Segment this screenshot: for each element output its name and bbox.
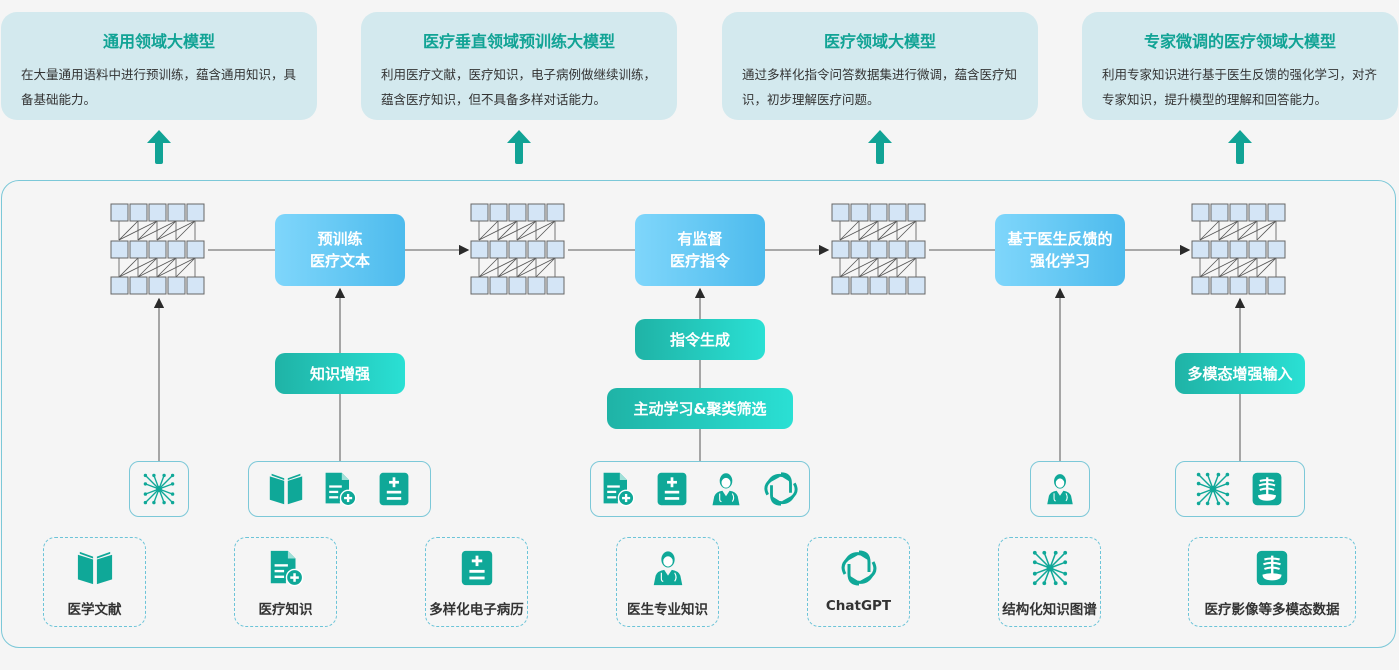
- process-multimodal-input: 多模态增强输入: [1175, 353, 1305, 394]
- medical-record-icon: [376, 471, 412, 507]
- book-icon: [76, 549, 114, 587]
- process-active-learning-clustering: 主动学习&聚类筛选: [607, 388, 793, 429]
- source-label: 结构化知识图谱: [1002, 602, 1097, 618]
- step-line1: 基于医生反馈的: [1007, 230, 1113, 248]
- source-label: 医疗知识: [258, 602, 313, 618]
- model-network-icon: [110, 203, 205, 295]
- stage-description: 在大量通用语料中进行预训练，蕴含通用知识，具备基础能力。: [21, 67, 297, 107]
- doctor-icon: [708, 471, 744, 507]
- book-icon: [268, 471, 304, 507]
- source-label: 医学文献: [67, 602, 122, 618]
- icon-group-multimodal: [1175, 461, 1305, 517]
- chatgpt-icon: [762, 470, 800, 508]
- stage-card-medical-pretrained-llm: 医疗垂直领域预训练大模型 利用医疗文献，医疗知识，电子病例做继续训练，蕴含医疗知…: [361, 12, 677, 120]
- doctor-icon: [1043, 472, 1077, 506]
- step-rlhf-doctor-feedback: 基于医生反馈的强化学习: [995, 214, 1125, 286]
- medical-record-icon: [654, 471, 690, 507]
- medical-record-icon: [458, 549, 496, 587]
- chatgpt-icon: [839, 548, 879, 588]
- source-chatgpt: ChatGPT: [807, 537, 910, 627]
- step-line2: 医疗文本: [309, 252, 370, 270]
- stage-title: 专家微调的医疗领域大模型: [1143, 32, 1336, 51]
- stage-description: 通过多样化指令问答数据集进行微调，蕴含医疗知识，初步理解医疗问题。: [742, 67, 1018, 107]
- model-network-icon: [831, 203, 926, 295]
- knowledge-graph-icon: [142, 472, 176, 506]
- process-knowledge-enhance: 知识增强: [275, 353, 405, 394]
- stage-description: 利用医疗文献，医疗知识，电子病例做继续训练，蕴含医疗知识，但不具备多样对话能力。: [381, 67, 657, 107]
- source-medical-knowledge: 医疗知识: [234, 537, 337, 627]
- document-plus-icon: [600, 471, 636, 507]
- process-instruction-generation: 指令生成: [635, 319, 765, 360]
- step-supervised-medical-instructions: 有监督医疗指令: [635, 214, 765, 286]
- model-network-icon: [470, 203, 565, 295]
- stage-title: 医疗领域大模型: [823, 32, 936, 51]
- stage-description: 利用专家知识进行基于医生反馈的强化学习，对齐专家知识，提升模型的理解和回答能力。: [1102, 67, 1378, 107]
- xray-icon: [1253, 549, 1291, 587]
- stage-card-general-llm: 通用领域大模型 在大量通用语料中进行预训练，蕴含通用知识，具备基础能力。: [1, 12, 317, 120]
- source-label: 多样化电子病历: [429, 602, 524, 618]
- step-line2: 医疗指令: [669, 252, 730, 270]
- step-line2: 强化学习: [1029, 252, 1090, 270]
- doctor-icon: [649, 549, 687, 587]
- icon-group-rlhf: [1030, 461, 1090, 517]
- source-knowledge-graph: 结构化知识图谱: [998, 537, 1101, 627]
- stage-card-medical-llm: 医疗领域大模型 通过多样化指令问答数据集进行微调，蕴含医疗知识，初步理解医疗问题…: [722, 12, 1038, 120]
- stage-title: 医疗垂直领域预训练大模型: [422, 32, 615, 51]
- stage-card-expert-tuned-llm: 专家微调的医疗领域大模型 利用专家知识进行基于医生反馈的强化学习，对齐专家知识，…: [1082, 12, 1398, 120]
- step-line1: 预训练: [317, 230, 363, 248]
- source-doctor-expertise: 医生专业知识: [616, 537, 719, 627]
- source-medical-literature: 医学文献: [43, 537, 146, 627]
- icon-group-instruction: [590, 461, 810, 517]
- document-plus-icon: [267, 549, 305, 587]
- source-medical-imaging: 医疗影像等多模态数据: [1188, 537, 1356, 627]
- source-label: 医生专业知识: [627, 602, 708, 618]
- document-plus-icon: [322, 471, 358, 507]
- icon-group-general: [129, 461, 189, 517]
- icon-group-pretrain: [248, 461, 431, 517]
- step-line1: 有监督: [677, 230, 723, 248]
- source-label: 医疗影像等多模态数据: [1204, 602, 1340, 618]
- step-pretrain-medical-text: 预训练医疗文本: [275, 214, 405, 286]
- model-network-icon: [1191, 203, 1286, 295]
- source-emr: 多样化电子病历: [425, 537, 528, 627]
- stage-title: 通用领域大模型: [102, 32, 215, 51]
- knowledge-graph-icon: [1195, 471, 1231, 507]
- xray-icon: [1249, 471, 1285, 507]
- source-label: ChatGPT: [825, 598, 892, 614]
- knowledge-graph-icon: [1031, 549, 1069, 587]
- pipeline-frame: [1, 180, 1396, 648]
